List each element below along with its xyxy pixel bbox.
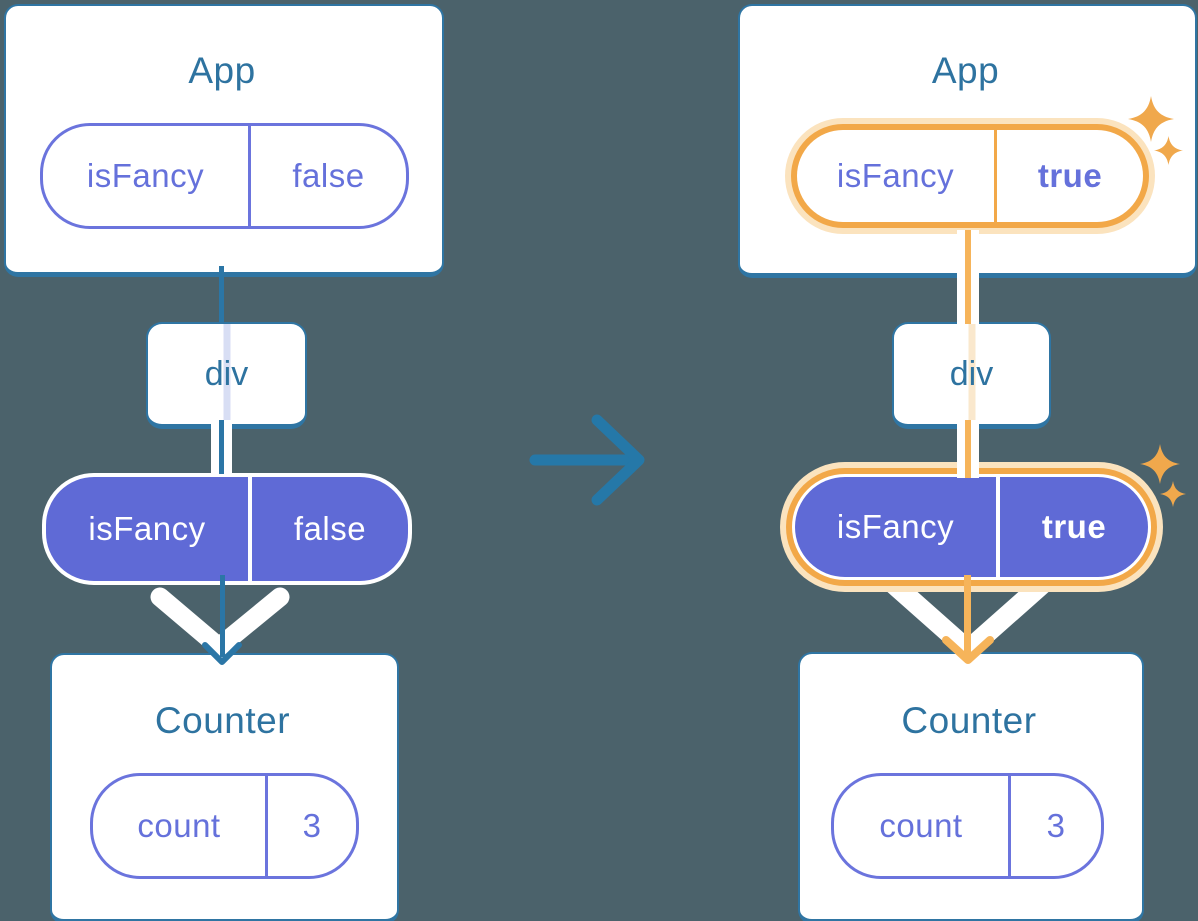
state-value: 3 (302, 807, 322, 844)
sparkle-icon (1154, 136, 1183, 165)
state-key: count (93, 776, 268, 876)
div-box-before: div (146, 322, 307, 429)
prop-pass-line (223, 324, 230, 424)
edge-app-to-div-casing (971, 230, 979, 324)
edge-app-to-div (219, 266, 224, 324)
edge-prop-to-counter-highlighted (964, 575, 971, 658)
prop-pass-line (968, 324, 975, 424)
edge-div-to-prop-casing (224, 420, 232, 474)
app-prop-pill-before: isFancy false (40, 123, 409, 229)
sparkle-icon (1128, 96, 1174, 142)
prop-value: true (1037, 157, 1103, 194)
prop-key: isFancy (795, 477, 1000, 577)
edge-app-to-div-highlighted (965, 230, 971, 324)
div-box-label: div (204, 354, 249, 393)
edge-app-to-div-casing (957, 230, 965, 324)
prop-key: isFancy (43, 126, 251, 226)
prop-key: isFancy (46, 477, 252, 581)
sparkle-icon (1140, 444, 1180, 484)
counter-state-pill-before: count 3 (90, 773, 359, 879)
passed-prop-pill-before: isFancy false (42, 473, 412, 585)
prop-value: false (292, 157, 365, 194)
counter-state-pill-after: count 3 (831, 773, 1104, 879)
state-key: count (834, 776, 1011, 876)
edge-div-to-prop (219, 420, 224, 474)
prop-value: false (293, 510, 367, 547)
app-title: App (931, 50, 1000, 91)
counter-title: Counter (901, 700, 1037, 741)
state-value: 3 (1046, 807, 1066, 844)
counter-title: Counter (154, 700, 291, 741)
app-title: App (188, 50, 256, 91)
div-box-label: div (949, 354, 994, 393)
edge-div-to-prop-casing (211, 420, 219, 474)
app-prop-pill-after-highlighted: isFancy true (797, 130, 1143, 222)
transition-arrow-icon (529, 414, 645, 506)
edge-div-to-prop-highlighted (965, 420, 971, 478)
passed-prop-pill-after-highlighted: isFancy true (795, 477, 1148, 577)
edge-div-to-prop-casing (971, 420, 979, 478)
edge-div-to-prop-casing (957, 420, 965, 478)
prop-value: true (1041, 508, 1107, 545)
sparkle-icon (1160, 481, 1186, 507)
prop-key: isFancy (797, 130, 997, 222)
div-box-after: div (892, 322, 1051, 429)
edge-prop-to-counter (220, 575, 225, 657)
